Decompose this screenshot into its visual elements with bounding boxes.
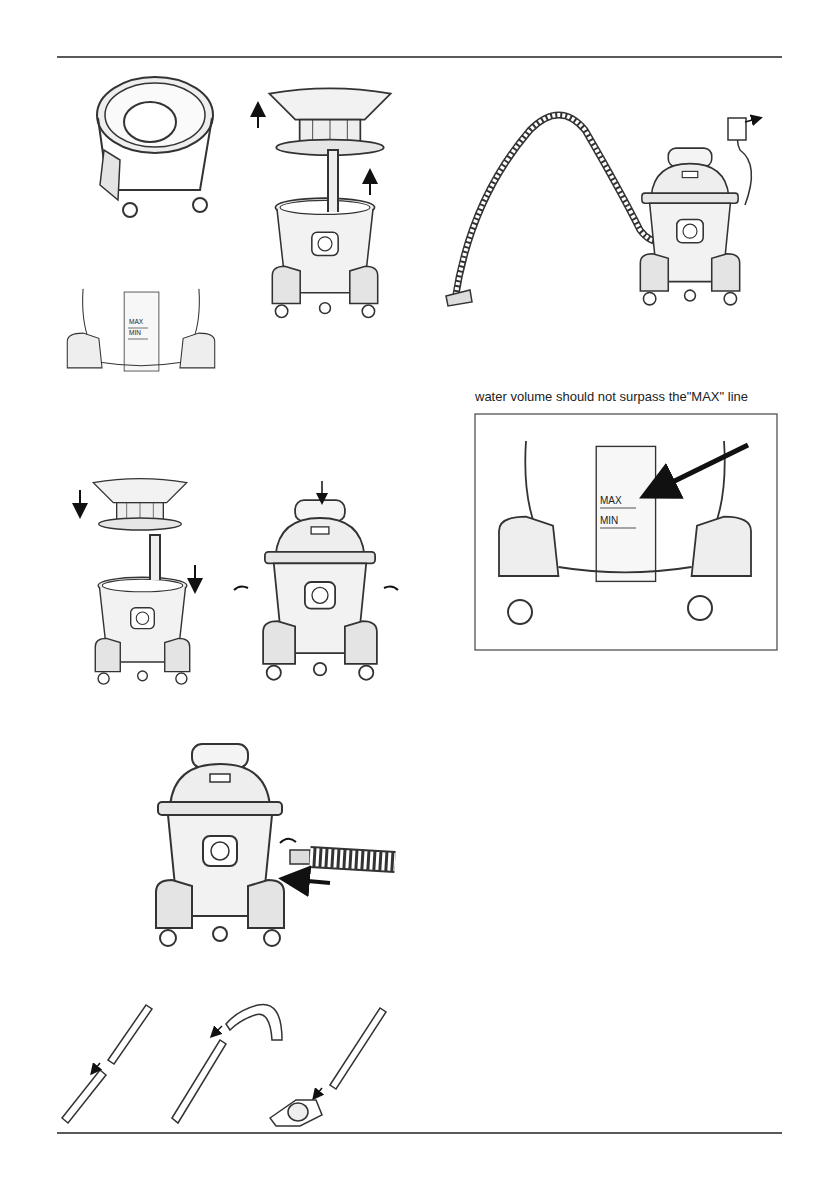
- level-mark: MIN: [600, 515, 618, 526]
- note-text: water volume should not surpass the"MAX"…: [475, 390, 748, 404]
- level-mark: MAX: [600, 495, 622, 506]
- level-mark: MAX: [129, 318, 143, 325]
- level-mark: MIN: [129, 329, 141, 336]
